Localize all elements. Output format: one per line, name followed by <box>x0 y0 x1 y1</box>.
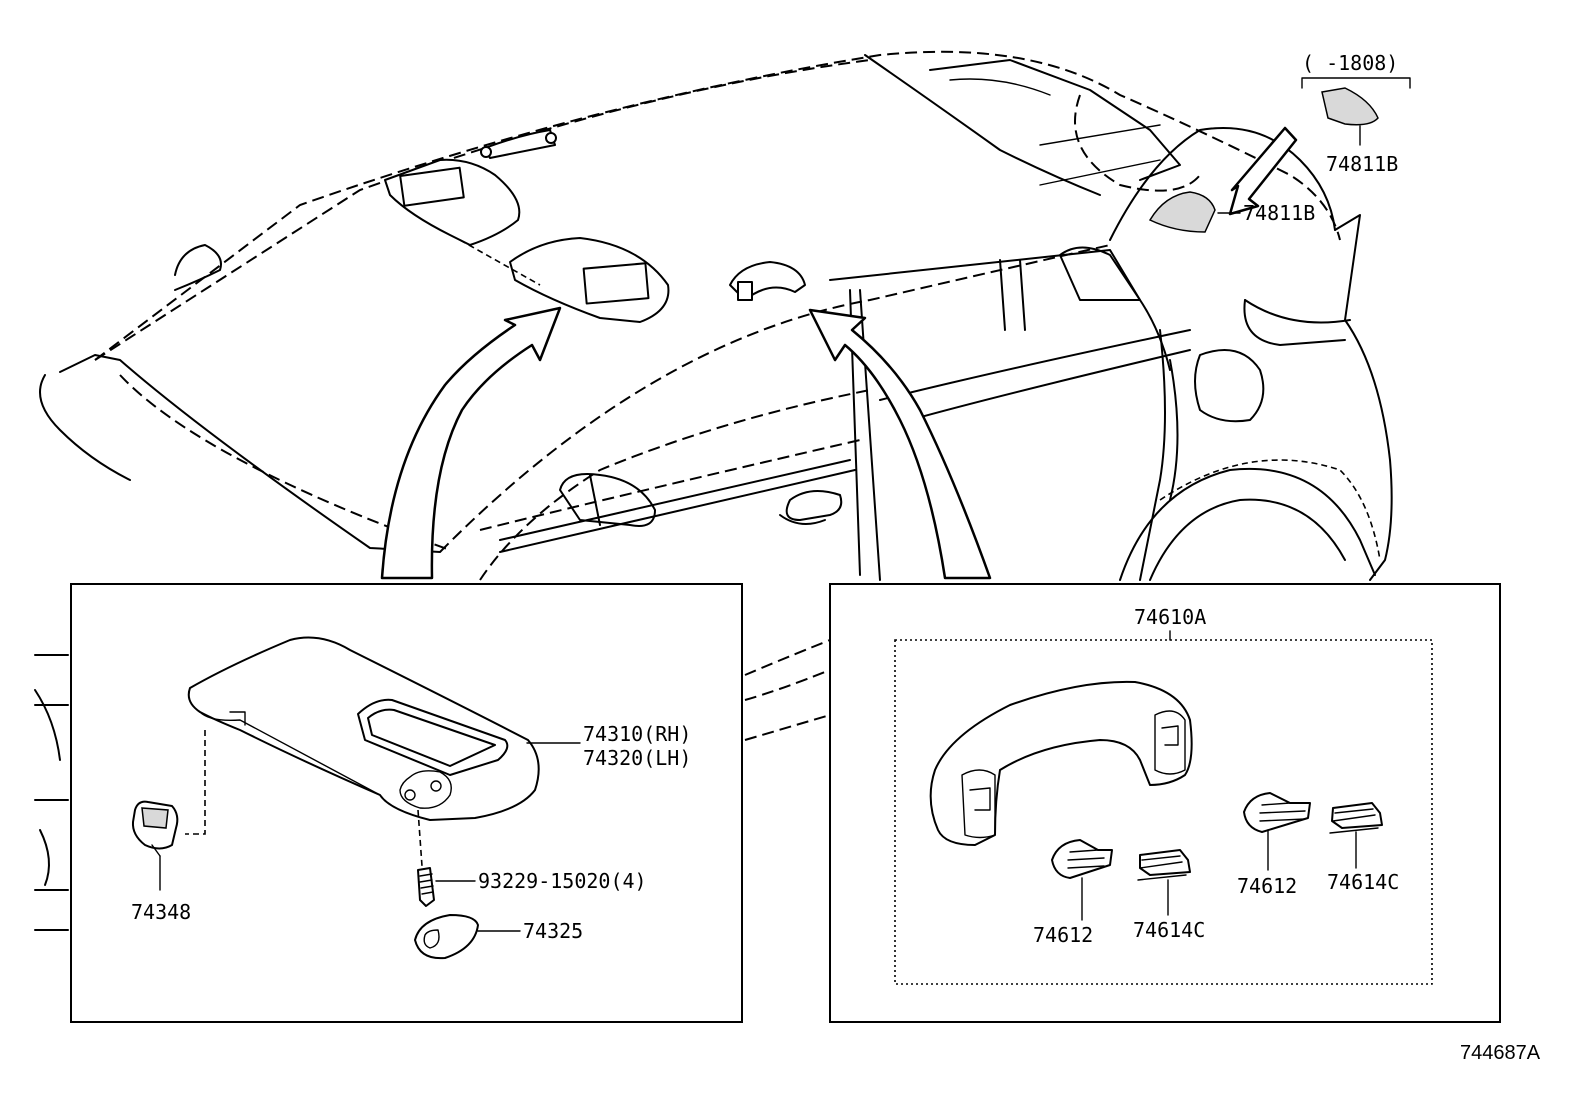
screw-label: 93229-15020(4) <box>478 869 647 893</box>
leader-arrows <box>380 126 1298 580</box>
grip-clip-2 <box>1329 802 1383 834</box>
assist-grip-small <box>729 261 806 301</box>
cover-label: 74325 <box>523 919 583 943</box>
pad-top-icon <box>1321 87 1379 126</box>
grip-cover-2 <box>1243 792 1311 833</box>
roof-pad <box>1148 191 1216 233</box>
date-note-bracket <box>1301 77 1411 89</box>
pad-top-label: 74811B <box>1326 152 1398 176</box>
visor-label-rh: 74310(RH) <box>583 722 691 746</box>
sun-visor-left-small <box>384 158 521 246</box>
grip-assy-dotted-box <box>894 639 1433 985</box>
visor-label-lh: 74320(LH) <box>583 746 691 770</box>
visor-holder <box>131 800 179 857</box>
roof-grip-small <box>480 129 557 159</box>
grip-cover-2-label: 74612 <box>1237 874 1297 898</box>
assist-grip <box>929 680 1193 846</box>
grip-clip-1 <box>1137 849 1191 881</box>
grip-assy-label: 74610A <box>1134 605 1206 629</box>
holder-label: 74348 <box>131 900 191 924</box>
pad-roof-label: 74811B <box>1243 201 1315 225</box>
grip-clip-2-label: 74614C <box>1327 870 1399 894</box>
screw <box>417 867 435 907</box>
diagram-id: 744687A <box>1460 1042 1541 1064</box>
grip-cover-1 <box>1051 839 1113 879</box>
grip-clip-1-label: 74614C <box>1133 918 1205 942</box>
screw-cover <box>414 914 479 960</box>
grip-cover-1-label: 74612 <box>1033 923 1093 947</box>
date-note: ( -1808) <box>1302 51 1398 75</box>
sun-visor <box>187 636 540 821</box>
vehicle-outline <box>34 50 1393 931</box>
sun-visor-right-small <box>509 237 670 323</box>
